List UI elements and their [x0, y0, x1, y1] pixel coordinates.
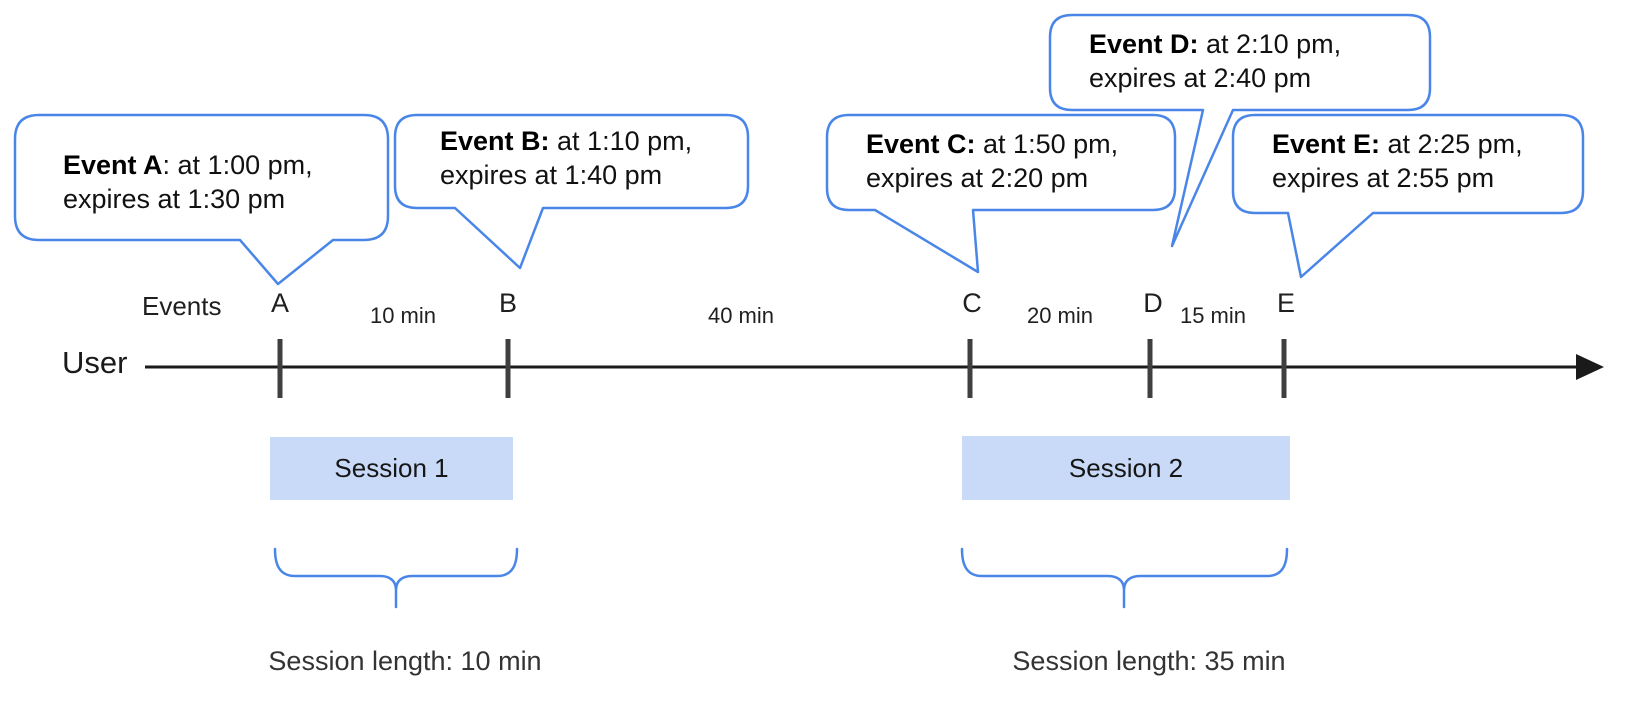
event-e-expiry: expires at 2:55 pm — [1272, 163, 1495, 193]
session-1-length-label: Session length: 10 min — [268, 646, 542, 676]
session-2-bar: Session 2 — [962, 436, 1290, 500]
interval-label-40min: 40 min — [707, 303, 775, 328]
session-2-length-label: Session length: 35 min — [1012, 646, 1286, 676]
event-d-line1: Event D: at 2:10 pm, — [1089, 27, 1341, 61]
event-b-title: Event B: — [440, 126, 550, 156]
session-1-label: Session 1 — [334, 453, 449, 483]
event-d-title: Event D: — [1089, 29, 1199, 59]
event-c-bubble-shape — [825, 113, 1177, 274]
tick-label-e: E — [1276, 288, 1295, 318]
tick-label-a: A — [270, 288, 289, 318]
tick-label-c: C — [962, 288, 982, 318]
event-e-title: Event E: — [1272, 129, 1381, 159]
event-a-line1: Event A: at 1:00 pm, — [63, 148, 313, 182]
event-e-bubble-text: Event E: at 2:25 pm, expires at 2:55 pm — [1272, 127, 1523, 195]
tick-label-d: D — [1143, 288, 1163, 318]
event-d-bubble-shape — [1048, 13, 1432, 248]
tick-label-b: B — [498, 288, 517, 318]
interval-label-20min: 20 min — [1026, 303, 1094, 328]
event-c-bubble-text: Event C: at 1:50 pm, expires at 2:20 pm — [866, 127, 1118, 195]
event-b-line1: Event B: at 1:10 pm, — [440, 124, 692, 158]
session-1-brace — [273, 547, 519, 609]
session-1-bar: Session 1 — [270, 437, 513, 500]
event-a-bubble-text: Event A: at 1:00 pm, expires at 1:30 pm — [63, 148, 313, 216]
event-d-expiry: expires at 2:40 pm — [1089, 63, 1312, 93]
events-axis-label: Events — [142, 291, 222, 321]
event-b-expiry: expires at 1:40 pm — [440, 160, 663, 190]
tick-c — [967, 339, 973, 398]
event-b-bubble-shape — [393, 113, 750, 270]
tick-d — [1147, 339, 1153, 398]
session-2-brace — [960, 547, 1289, 609]
event-c-title: Event C: — [866, 129, 976, 159]
tick-e — [1281, 339, 1287, 398]
event-e-bubble-shape — [1231, 113, 1585, 279]
event-b-bubble-text: Event B: at 1:10 pm, expires at 1:40 pm — [440, 124, 692, 192]
event-c-time: at 1:50 pm, — [975, 129, 1119, 159]
event-a-time: : at 1:00 pm, — [162, 150, 313, 180]
session-2-label: Session 2 — [1068, 452, 1184, 483]
timeline-arrowhead-icon — [1576, 354, 1604, 380]
event-a-expiry: expires at 1:30 pm — [63, 184, 286, 214]
event-e-line1: Event E: at 2:25 pm, — [1272, 127, 1523, 161]
event-b-time: at 1:10 pm, — [549, 126, 693, 156]
tick-b — [505, 339, 511, 398]
event-a-title: Event A — [63, 150, 163, 180]
event-a-bubble-shape — [13, 113, 390, 286]
interval-label-15min: 15 min — [1179, 303, 1247, 328]
tick-a — [277, 339, 283, 398]
event-d-time: at 2:10 pm, — [1198, 29, 1342, 59]
event-d-bubble-text: Event D: at 2:10 pm, expires at 2:40 pm — [1089, 27, 1341, 95]
event-e-time: at 2:25 pm, — [1380, 129, 1523, 159]
event-c-expiry: expires at 2:20 pm — [866, 163, 1089, 193]
event-c-line1: Event C: at 1:50 pm, — [866, 127, 1118, 161]
user-label: User — [62, 345, 128, 380]
interval-label-10min: 10 min — [369, 303, 437, 328]
